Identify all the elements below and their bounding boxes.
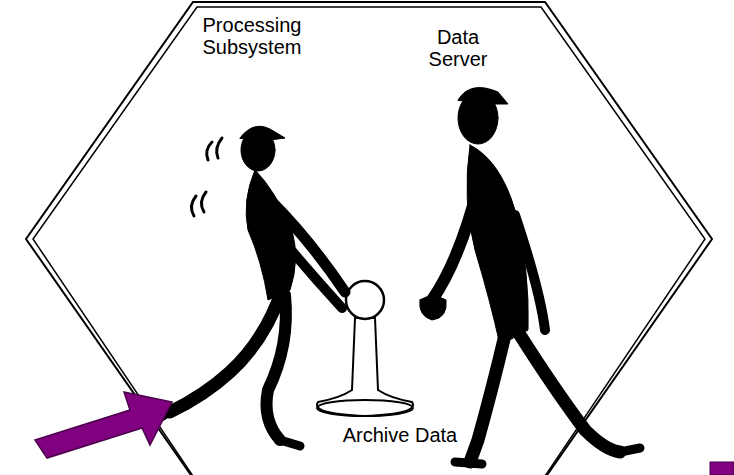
part-label: Processing Subsystem [182, 14, 322, 58]
server-figure [420, 88, 640, 465]
motion-marks [191, 138, 222, 216]
hexagon-inner [33, 7, 705, 475]
part-label: Archive Data [340, 424, 460, 446]
purple-arrow [35, 392, 172, 458]
processing-figure [150, 126, 345, 446]
purple-square [710, 462, 734, 475]
hexagon-outer [26, 2, 712, 475]
part-label: Data Server [413, 26, 503, 70]
